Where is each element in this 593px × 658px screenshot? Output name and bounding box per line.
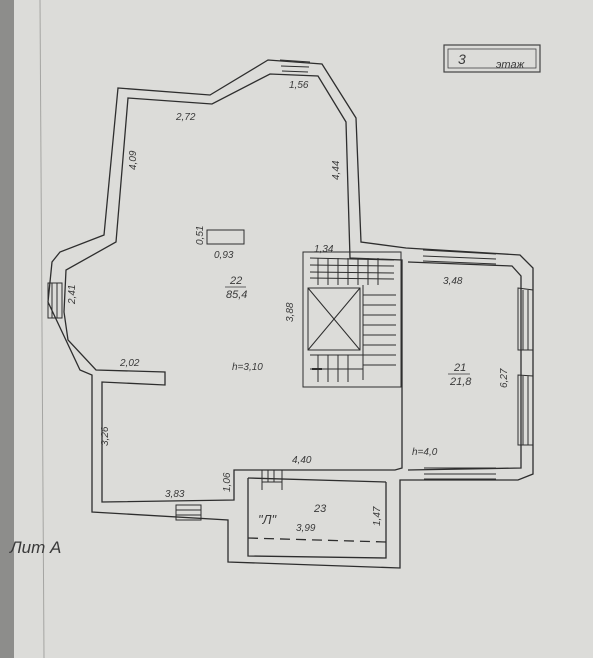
dim-label: 3,88 xyxy=(285,302,296,322)
binding-line xyxy=(39,0,45,658)
dim-label: 3,99 xyxy=(296,523,316,534)
dim-label: 2,72 xyxy=(175,112,196,123)
room-22-area: 85,4 xyxy=(226,289,247,301)
dim-label: 2,41 xyxy=(67,285,78,305)
stamp-floor-number: 3 xyxy=(458,51,466,67)
dim-label: 4,44 xyxy=(331,160,342,180)
column-mark xyxy=(206,229,245,245)
room-21-height: h=4,0 xyxy=(412,447,438,458)
dim-label: 3,26 xyxy=(100,426,111,446)
dim-label: 3,83 xyxy=(165,489,185,500)
room-21-number: 21 xyxy=(453,362,466,374)
dim-label: 0,51 xyxy=(195,226,206,245)
stamp-floor-word: этаж xyxy=(496,59,525,71)
room-23-number: 23 xyxy=(313,503,327,515)
dim-label: 1,06 xyxy=(222,472,233,492)
dim-label: 1,47 xyxy=(372,506,383,526)
windows xyxy=(47,59,534,521)
room-22-number: 22 xyxy=(229,275,242,287)
walls xyxy=(47,59,534,569)
floor-stamp: 3 этаж xyxy=(443,44,541,73)
room-22-height: h=3,10 xyxy=(232,362,263,373)
room-23-letter: "Л" xyxy=(258,512,278,527)
page-edge-shadow xyxy=(0,0,14,658)
dim-label: 1,34 xyxy=(314,244,334,255)
dim-label: 3,48 xyxy=(443,276,463,287)
room-21-area: 21,8 xyxy=(449,376,472,388)
dim-label: 2,02 xyxy=(119,358,140,369)
dim-label: 4,09 xyxy=(128,150,139,170)
room-labels: 22 85,4 h=3,10 21 21,8 h=4,0 23 "Л" xyxy=(225,275,472,527)
dim-label: 6,27 xyxy=(499,368,510,388)
dim-label: 0,93 xyxy=(214,250,234,261)
staircase xyxy=(302,251,402,388)
dim-label: 4,40 xyxy=(292,455,312,466)
dim-label: 1,56 xyxy=(289,80,309,91)
dimension-labels: 1,56 2,72 4,09 4,44 0,51 0,93 2,41 2,02 … xyxy=(67,80,510,534)
lit-label: Лит А xyxy=(9,538,61,557)
